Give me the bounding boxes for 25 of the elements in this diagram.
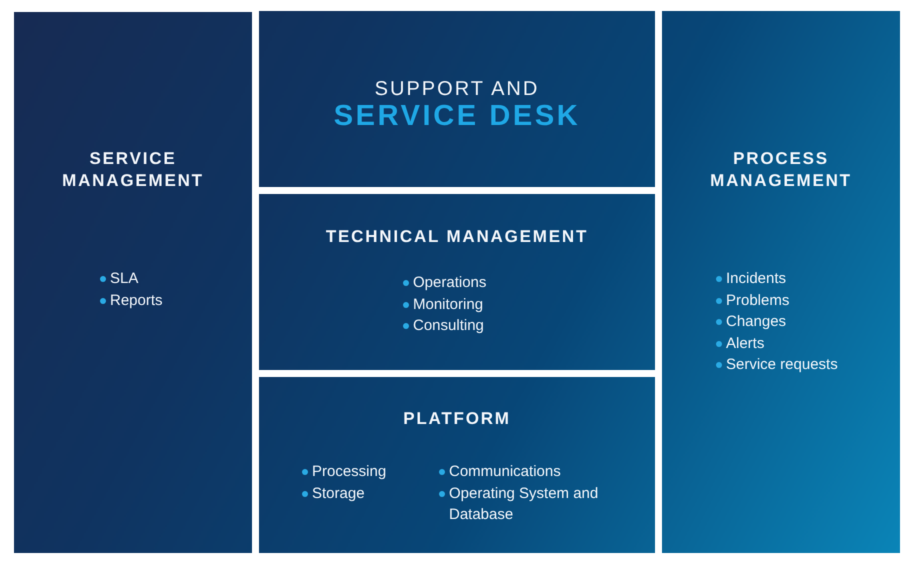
panel-heading: TECHNICAL MANAGEMENT	[325, 226, 589, 248]
list-item: Service requests	[726, 355, 838, 375]
panel-title: SERVICE DESK	[333, 99, 581, 133]
list-item: Problems	[726, 290, 790, 310]
list-item: Processing	[312, 462, 386, 482]
panel-heading: PROCESS MANAGEMENT	[710, 148, 852, 192]
panel	[259, 377, 655, 553]
list-item: Operating System and Database	[449, 484, 600, 525]
list-item: Changes	[726, 312, 786, 332]
panel-heading: SERVICE MANAGEMENT	[62, 148, 204, 192]
panel-heading: SUPPORT AND	[374, 77, 540, 101]
list-item: Communications	[449, 462, 561, 482]
list-item: Reports	[110, 290, 163, 310]
list-item: Monitoring	[413, 294, 484, 314]
panel	[14, 12, 252, 553]
list-item: Consulting	[413, 316, 484, 336]
list-item: Storage	[312, 484, 365, 504]
panel	[259, 11, 655, 187]
list-item: Incidents	[726, 269, 786, 289]
list-item: Operations	[413, 273, 486, 293]
list-item: Alerts	[726, 334, 764, 354]
panel	[259, 194, 655, 370]
list-item: SLA	[110, 269, 138, 289]
panel-heading: PLATFORM	[402, 408, 512, 430]
panel	[662, 11, 900, 553]
